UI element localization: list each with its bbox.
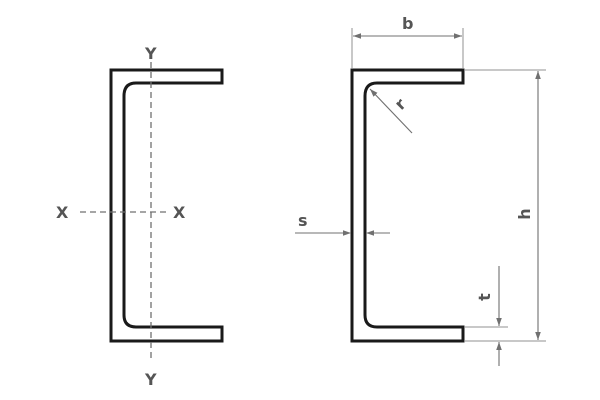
left-profile-group: Y Y X X (56, 44, 224, 389)
t-dimension-label: t (475, 293, 494, 301)
x-axis-label-left: X (56, 203, 69, 222)
s-dimension-label: s (298, 211, 308, 230)
x-axis-label-right: X (173, 203, 186, 222)
right-profile-group: b h s t r (295, 14, 546, 366)
r-dimension-label: r (391, 95, 410, 114)
b-dimension-label: b (402, 14, 413, 33)
y-axis-label-top: Y (144, 44, 157, 63)
right-channel-outline (350, 68, 465, 343)
left-channel-outline (109, 68, 224, 343)
y-axis-label-bottom: Y (144, 370, 157, 389)
h-dimension-label: h (515, 208, 534, 219)
r-leader-line (369, 88, 413, 134)
